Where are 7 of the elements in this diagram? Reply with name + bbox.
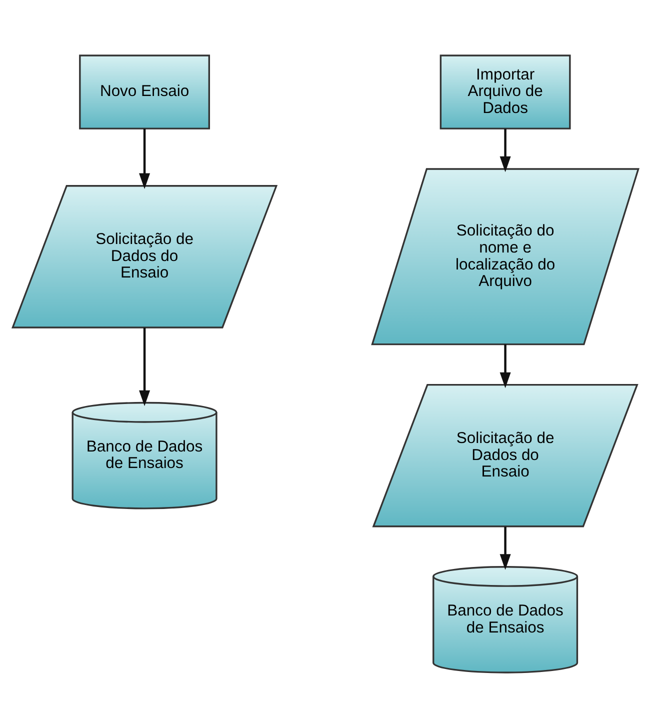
node-box: Novo Ensaio	[79, 54, 210, 129]
arrow	[139, 327, 150, 406]
node-box: Importar Arquivo de Dados	[440, 54, 571, 129]
arrow	[500, 128, 511, 172]
arrow	[500, 344, 511, 388]
arrow	[139, 128, 150, 189]
arrow	[500, 526, 511, 570]
